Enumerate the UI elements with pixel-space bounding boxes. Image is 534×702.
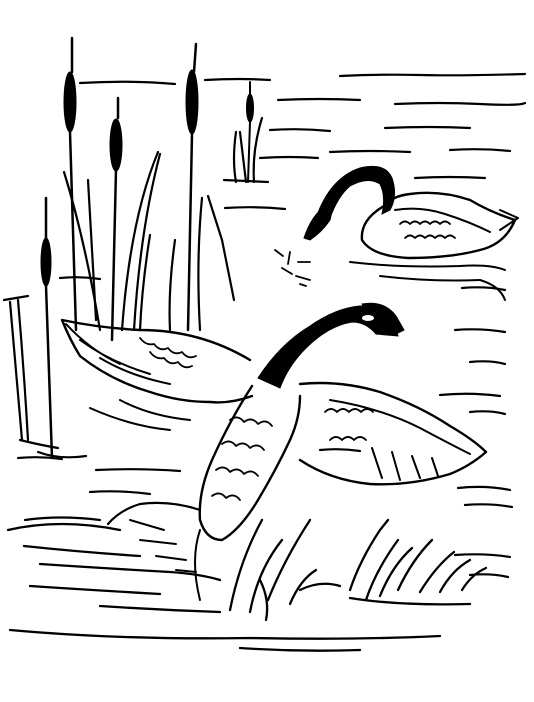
cattails bbox=[40, 36, 254, 460]
swimming-goose bbox=[274, 165, 519, 301]
reed-blades bbox=[2, 116, 270, 459]
flapping-goose bbox=[60, 302, 488, 601]
shore-grass bbox=[6, 518, 488, 652]
water-ripples bbox=[16, 72, 527, 579]
